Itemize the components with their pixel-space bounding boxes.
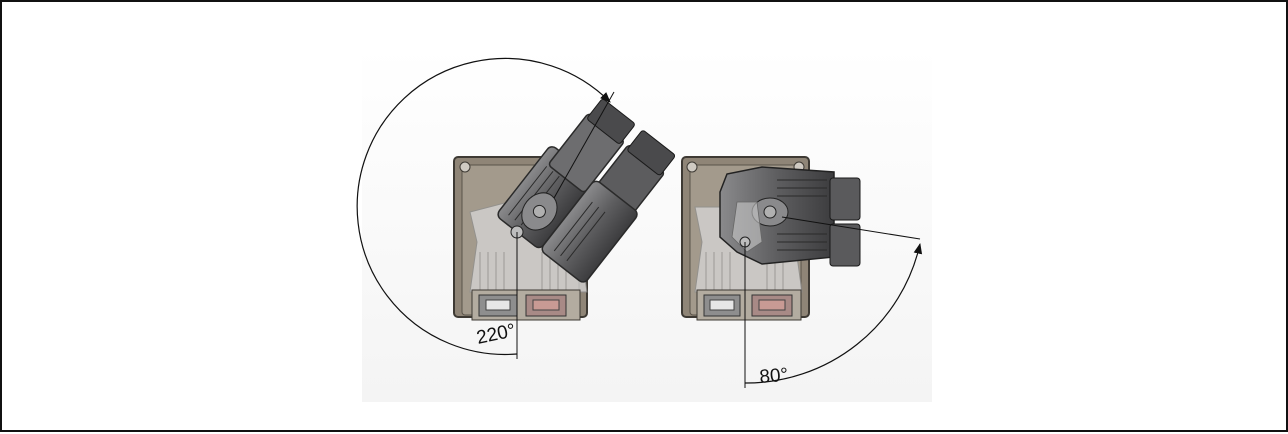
left-socket-strip (471, 289, 581, 321)
hinge-screw-icon (763, 205, 777, 219)
hinge-screw-icon (532, 204, 546, 218)
right-dimension-extension (781, 216, 921, 240)
right-view: 80° (681, 156, 923, 388)
right-angle-label: 80° (759, 365, 789, 388)
screw-icon (459, 161, 471, 173)
left-rotation-arc (356, 57, 611, 356)
screw-icon (686, 161, 698, 173)
left-view: 220° (356, 57, 676, 359)
left-dimension-extension (553, 91, 615, 199)
right-rotated-connector (719, 166, 861, 267)
right-socket-strip (696, 289, 802, 321)
right-rotation-arc (744, 242, 923, 384)
